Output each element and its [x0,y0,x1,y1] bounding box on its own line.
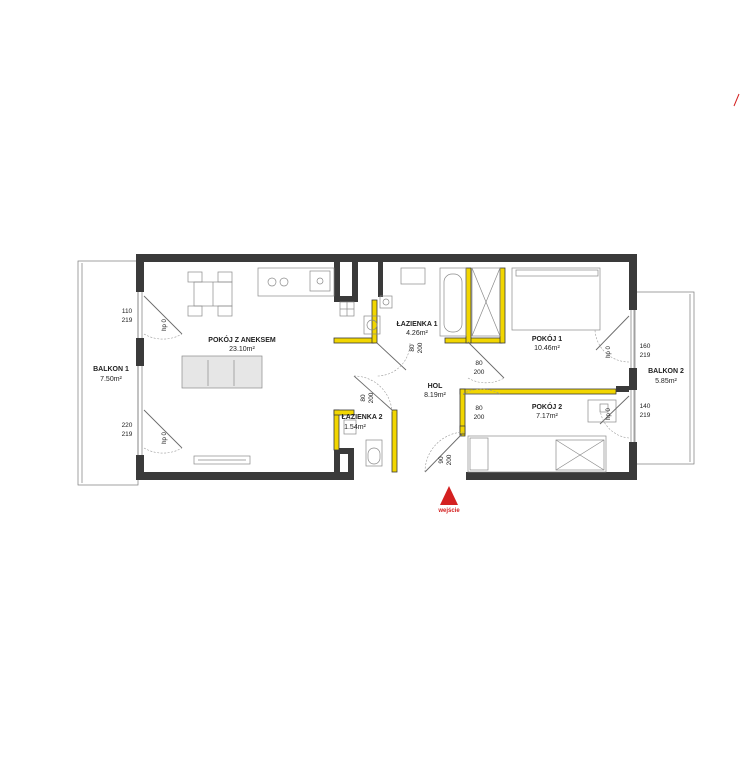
bathroom1-fixtures [339,267,467,337]
door-height-pokoj2: 200 [474,414,485,421]
door-balkon2-bottom [599,395,630,439]
door-width-lazienka2: 80 [360,394,367,402]
door-width-pokoj2: 80 [475,405,483,412]
door-balkon2-top [594,315,630,363]
hp-marker-balkon1-bottom: hp 0 [162,432,168,444]
window-width-pokoj1: 160 [640,343,651,350]
room-area-balkon2: 5.85m² [655,378,677,385]
window-width-balkon1-bottom: 220 [122,422,133,429]
room-area-pokoj1: 10.46m² [534,345,560,352]
room-area-hol: 8.19m² [424,392,446,399]
dining-table [187,271,233,317]
entrance-label: wejście [437,508,460,514]
door-balkon1-bottom [143,409,183,454]
window-height-balkon1-top: 219 [122,317,133,324]
hp-marker-pokoj2: hp 0 [606,408,612,420]
hp-marker-pokoj1: hp 0 [606,346,612,358]
corner-accent-mark [733,93,740,107]
room-name-hol: HOL [428,383,444,390]
hp-marker-balkon1-top: hp 0 [162,319,168,331]
window-height-pokoj1: 219 [640,352,651,359]
door-entrance [424,431,466,473]
room-name-lazienka2: ŁAZIENKA 2 [342,414,383,421]
room-name-lazienka1: ŁAZIENKA 1 [397,321,438,328]
room-name-pokoj-aneks: POKÓJ Z ANEKSEM [208,335,276,344]
door-pokoj2 [462,388,501,395]
bathroom2-fixtures [343,419,383,467]
tv-cabinet [193,455,251,465]
room-name-balkon1: BALKON 1 [93,366,129,373]
wardrobe-pokoj1 [471,267,501,337]
door-height-entry: 200 [446,454,453,465]
window-height-balkon1-bottom: 219 [122,431,133,438]
window-width-pokoj2: 140 [640,403,651,410]
exterior-walls [136,254,637,480]
door-balkon1-top [143,295,183,340]
door-lazienka1 [376,342,411,377]
sofa [181,355,263,389]
room-name-balkon2: BALKON 2 [648,368,684,375]
bed-pokoj1 [511,267,601,331]
door-width-entry: 90 [438,456,445,464]
room-area-balkon1: 7.50m² [100,376,122,383]
room-area-lazienka2: 1.54m² [344,424,366,431]
new-partitions [333,267,617,473]
balkon-1-outline [77,260,139,486]
room-name-pokoj1: POKÓJ 1 [532,334,562,343]
room-area-lazienka1: 4.26m² [406,330,428,337]
kitchen-counter [257,267,335,297]
entrance-arrow-icon [440,486,458,505]
door-pokoj1 [467,341,505,384]
room-name-pokoj2: POKÓJ 2 [532,402,562,411]
windows [137,292,636,455]
door-width-pokoj1: 80 [475,360,483,367]
room-area-pokoj-aneks: 23.10m² [229,346,255,353]
window-height-pokoj2: 219 [640,412,651,419]
ventilation-shaft [339,301,355,317]
door-lazienka2 [353,375,393,413]
door-height-pokoj1: 200 [474,369,485,376]
door-height-lazienka1: 200 [417,342,424,353]
bed-pokoj2 [467,435,607,473]
door-width-lazienka1: 80 [409,344,416,352]
door-height-lazienka2: 200 [368,392,375,403]
interior-walls [334,262,629,480]
room-area-pokoj2: 7.17m² [536,413,558,420]
window-width-balkon1-top: 110 [122,308,133,315]
